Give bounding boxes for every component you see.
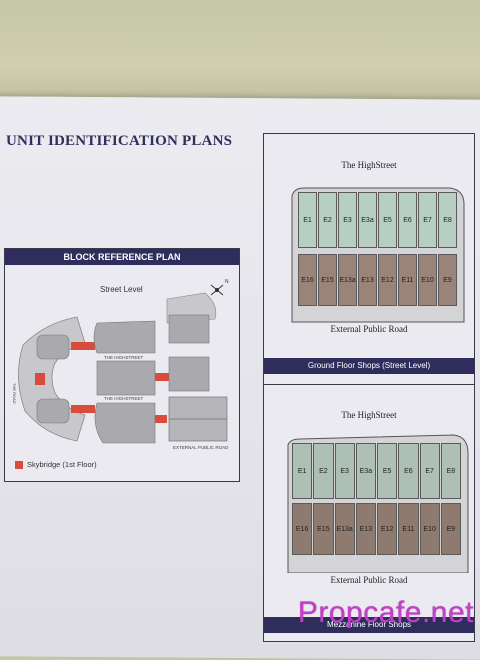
unit-cell: E6 (398, 443, 419, 499)
ground-bottom-label: External Public Road (330, 324, 408, 334)
ground-floor-caption: Ground Floor Shops (Street Level) (264, 358, 474, 374)
block-plan-title: BLOCK REFERENCE PLAN (5, 249, 239, 265)
unit-cell: E12 (378, 254, 397, 306)
external-road-label: EXTERNAL PUBLIC ROAD (173, 445, 229, 450)
unit-cell: E2 (313, 443, 334, 499)
unit-cell: E8 (438, 192, 457, 248)
unit-cell: E10 (418, 254, 437, 306)
unit-cell: E3a (358, 192, 377, 248)
highstreet-label-2: THE HIGHSTREET (104, 396, 144, 401)
unit-cell: E1 (292, 443, 313, 499)
street-level-label: Street Level (100, 285, 143, 294)
unit-cell: E13a (338, 254, 357, 306)
unit-cell: E3 (334, 443, 355, 499)
block-plan-diagram: THE HIGHSTREET THE HIGHSTREET EXTERNAL P… (12, 279, 229, 450)
unit-cell: E16 (292, 503, 313, 555)
unit-cell: E9 (438, 254, 457, 306)
unit-cell: E7 (419, 443, 440, 499)
unit-cell: E9 (440, 503, 461, 555)
unit-cell: E13 (358, 254, 377, 306)
unit-cell: E16 (298, 254, 317, 306)
mezz-bottom-label: External Public Road (330, 575, 408, 585)
unit-cell: E6 (398, 192, 417, 248)
block-reference-plan: BLOCK REFERENCE PLAN THE HIGHSTR (4, 248, 240, 482)
watermark: Propcafe.net (297, 596, 474, 629)
mezz-top-label: The HighStreet (341, 410, 397, 420)
unit-cell: E1 (298, 192, 317, 248)
unit-cell: E7 (418, 192, 437, 248)
unit-cell: E10 (419, 503, 440, 555)
north-marker: N (225, 279, 229, 285)
unit-cell: E15 (318, 254, 337, 306)
background-wall (0, 0, 480, 110)
unit-cell: E13 (355, 503, 376, 555)
unit-cell: E3a (355, 443, 376, 499)
page-title: UNIT IDENTIFICATION PLANS (6, 133, 233, 149)
compass-icon (210, 284, 224, 296)
unit-cell: E13a (334, 503, 355, 555)
road-side-label: THE ROAD (12, 383, 17, 404)
unit-cell: E12 (377, 503, 398, 555)
unit-cell: E11 (398, 254, 417, 306)
highstreet-label: THE HIGHSTREET (104, 355, 144, 360)
ground-top-label: The HighStreet (341, 160, 397, 170)
unit-cell: E8 (440, 443, 461, 499)
unit-cell: E11 (398, 503, 419, 555)
unit-cell: E2 (318, 192, 337, 248)
skybridge-legend-swatch (15, 461, 23, 469)
unit-cell: E5 (378, 192, 397, 248)
skybridge-legend-label: Skybridge (1st Floor) (27, 460, 97, 469)
mezz-caption: Mezzanine Floor Shops (264, 617, 474, 633)
unit-cell: E15 (313, 503, 334, 555)
unit-cell: E5 (377, 443, 398, 499)
unit-cell: E3 (338, 192, 357, 248)
